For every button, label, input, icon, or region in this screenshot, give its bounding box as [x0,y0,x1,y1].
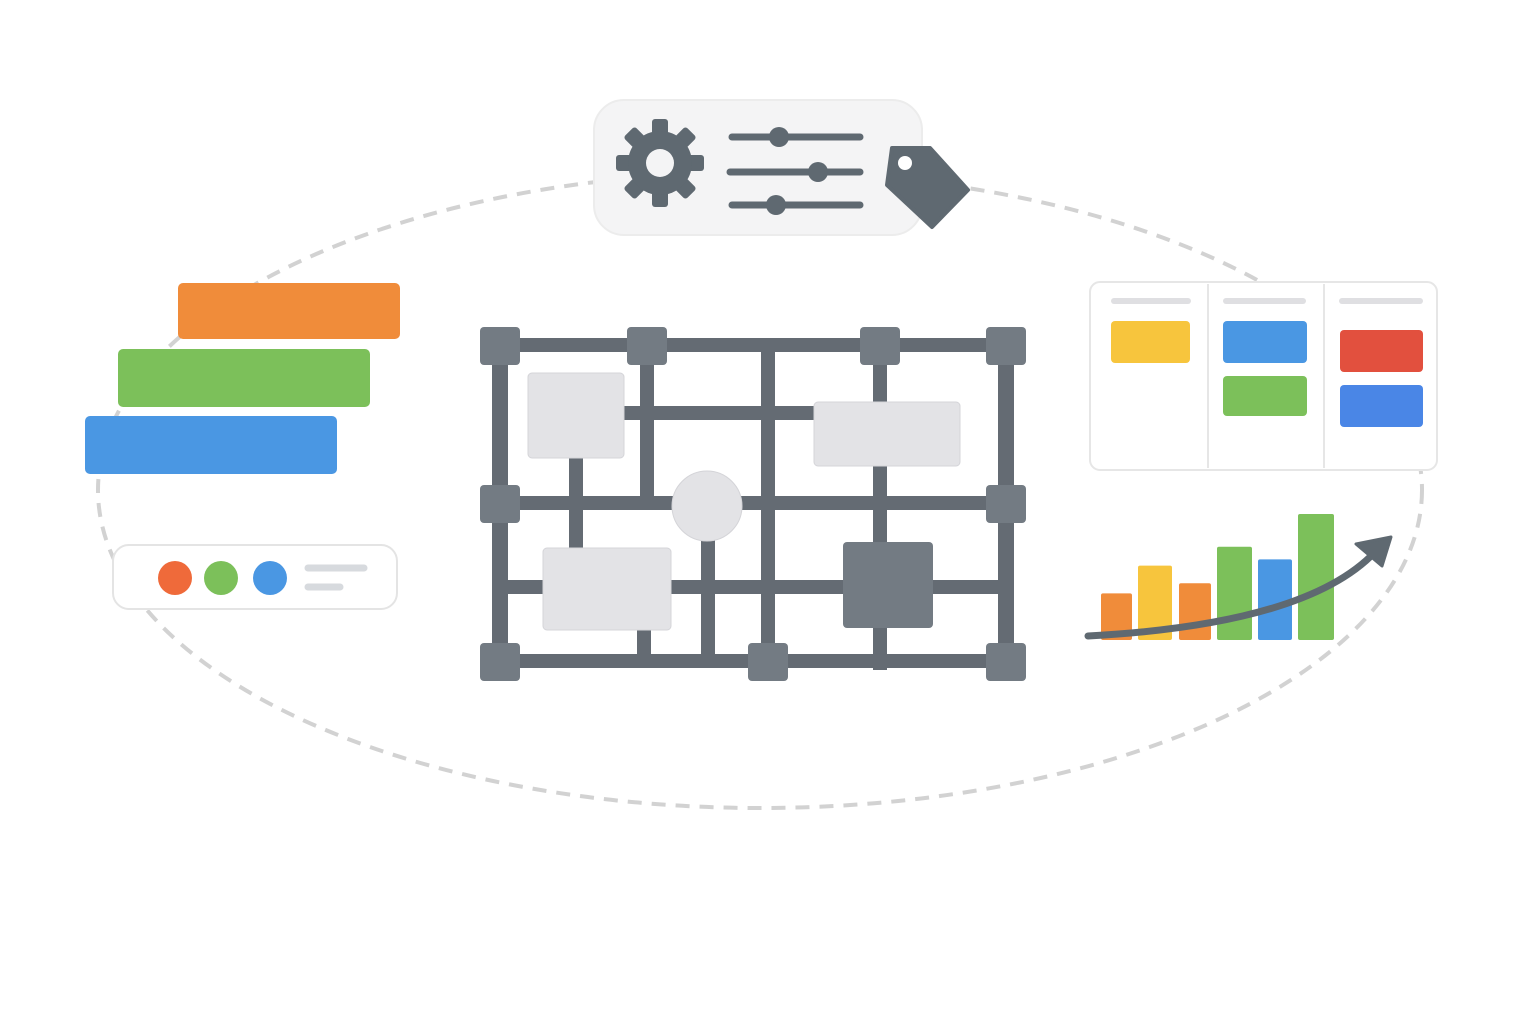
sliders-icon [726,127,864,215]
gear-icon [616,119,704,207]
blue-bar [85,416,337,474]
trend-arrow-icon [1084,535,1393,640]
trend-bar-chart [1101,514,1334,640]
kanban-board [1089,281,1438,471]
kanban-card [1340,330,1423,372]
legend-dot-orange [158,561,192,595]
trend-bar [1258,559,1292,640]
trend-bar [1179,583,1211,640]
kanban-card [1223,376,1307,416]
tag-icon [885,146,970,229]
content-box [813,401,961,467]
legend-dot-green [204,561,238,595]
trend-bar [1298,514,1334,640]
kanban-card [1111,321,1190,363]
grid-lines [490,338,1015,670]
settings-panel [593,99,970,236]
content-box [542,547,672,631]
kanban-card [1340,385,1423,427]
trend-bar [1101,593,1132,640]
grid-layout-diagram [480,327,1026,681]
legend-dot-blue [253,561,287,595]
trend-bar [1217,546,1252,640]
selected-box [843,542,933,628]
legend-card [112,544,398,610]
dashed-cycle-path [96,170,1424,810]
grid-nodes [480,327,1026,681]
content-box [527,372,625,459]
content-circle [671,470,743,542]
trend-bar [1138,565,1172,640]
stacked-bars [85,283,400,474]
orange-bar [178,283,400,339]
kanban-card [1223,321,1307,363]
green-bar [118,349,370,407]
